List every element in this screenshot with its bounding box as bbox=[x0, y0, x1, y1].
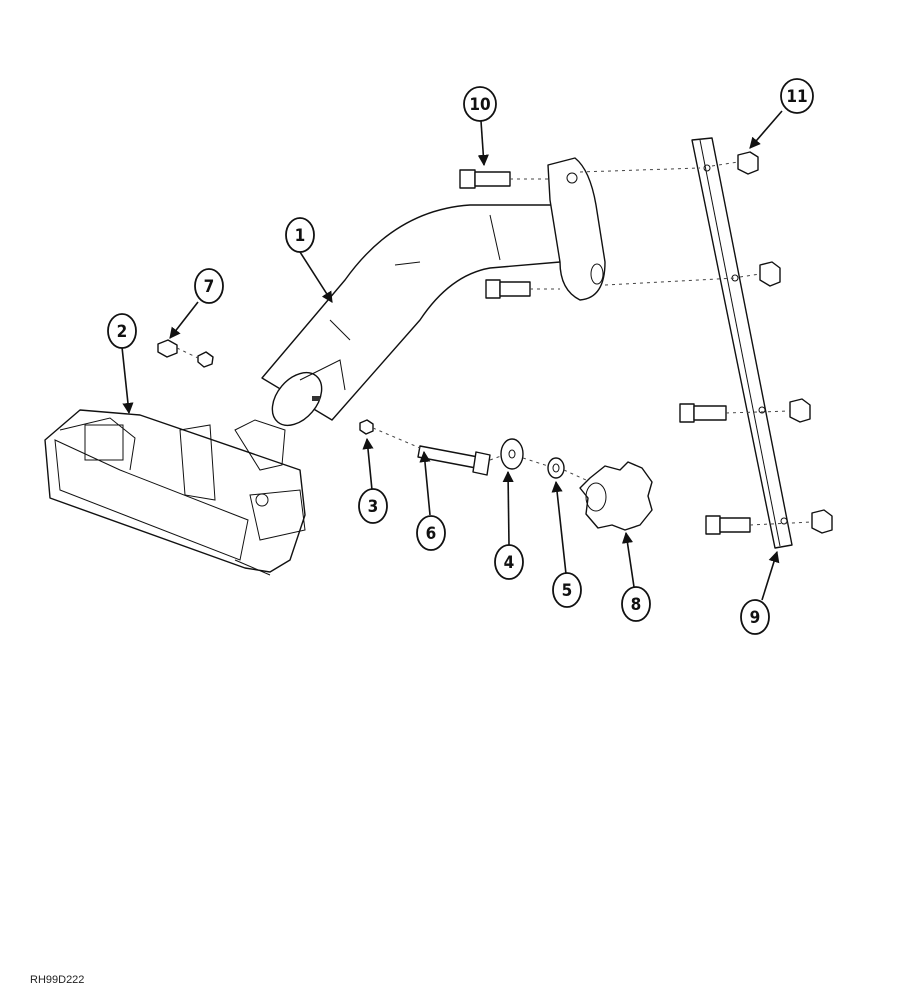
bar-bolts bbox=[679, 403, 751, 535]
washer-part-5 bbox=[547, 457, 565, 479]
callout-label-7: 7 bbox=[204, 277, 215, 297]
washer-part-4 bbox=[500, 438, 524, 470]
callout-label-3: 3 bbox=[368, 497, 379, 517]
callout-label-6: 6 bbox=[426, 524, 437, 544]
callout-1: 1 bbox=[285, 217, 315, 253]
callout-8: 8 bbox=[621, 586, 651, 622]
callout-label-11: 11 bbox=[786, 87, 807, 107]
callout-2: 2 bbox=[107, 313, 137, 349]
bolt-part-6 bbox=[417, 445, 491, 476]
callout-6: 6 bbox=[416, 515, 446, 551]
knob-part-8 bbox=[579, 461, 653, 531]
bolt-part-10 bbox=[459, 169, 531, 299]
callout-label-10: 10 bbox=[469, 95, 490, 115]
nut-part-11 bbox=[737, 151, 833, 534]
callout-label-9: 9 bbox=[750, 608, 761, 628]
callout-5: 5 bbox=[552, 572, 582, 608]
assembly-lines bbox=[176, 161, 813, 526]
bent-tube-part bbox=[261, 204, 561, 427]
callout-label-8: 8 bbox=[631, 595, 642, 615]
callout-10: 10 bbox=[463, 86, 497, 122]
callout-4: 4 bbox=[494, 544, 524, 580]
base-mount-part bbox=[44, 409, 306, 576]
flat-bar-part bbox=[691, 137, 793, 549]
callout-11: 11 bbox=[780, 78, 814, 114]
callout-7: 7 bbox=[194, 268, 224, 304]
callout-leaders bbox=[121, 110, 783, 601]
callout-label-4: 4 bbox=[504, 553, 515, 573]
callout-label-5: 5 bbox=[562, 581, 573, 601]
figure-code: RH99D222 bbox=[30, 974, 85, 986]
nut-part-3 bbox=[359, 419, 374, 435]
callout-label-1: 1 bbox=[295, 226, 306, 246]
nut-part-7 bbox=[157, 339, 214, 368]
callout-label-2: 2 bbox=[117, 322, 128, 342]
callout-9: 9 bbox=[740, 599, 770, 635]
callout-3: 3 bbox=[358, 488, 388, 524]
mounting-flange bbox=[547, 157, 606, 301]
